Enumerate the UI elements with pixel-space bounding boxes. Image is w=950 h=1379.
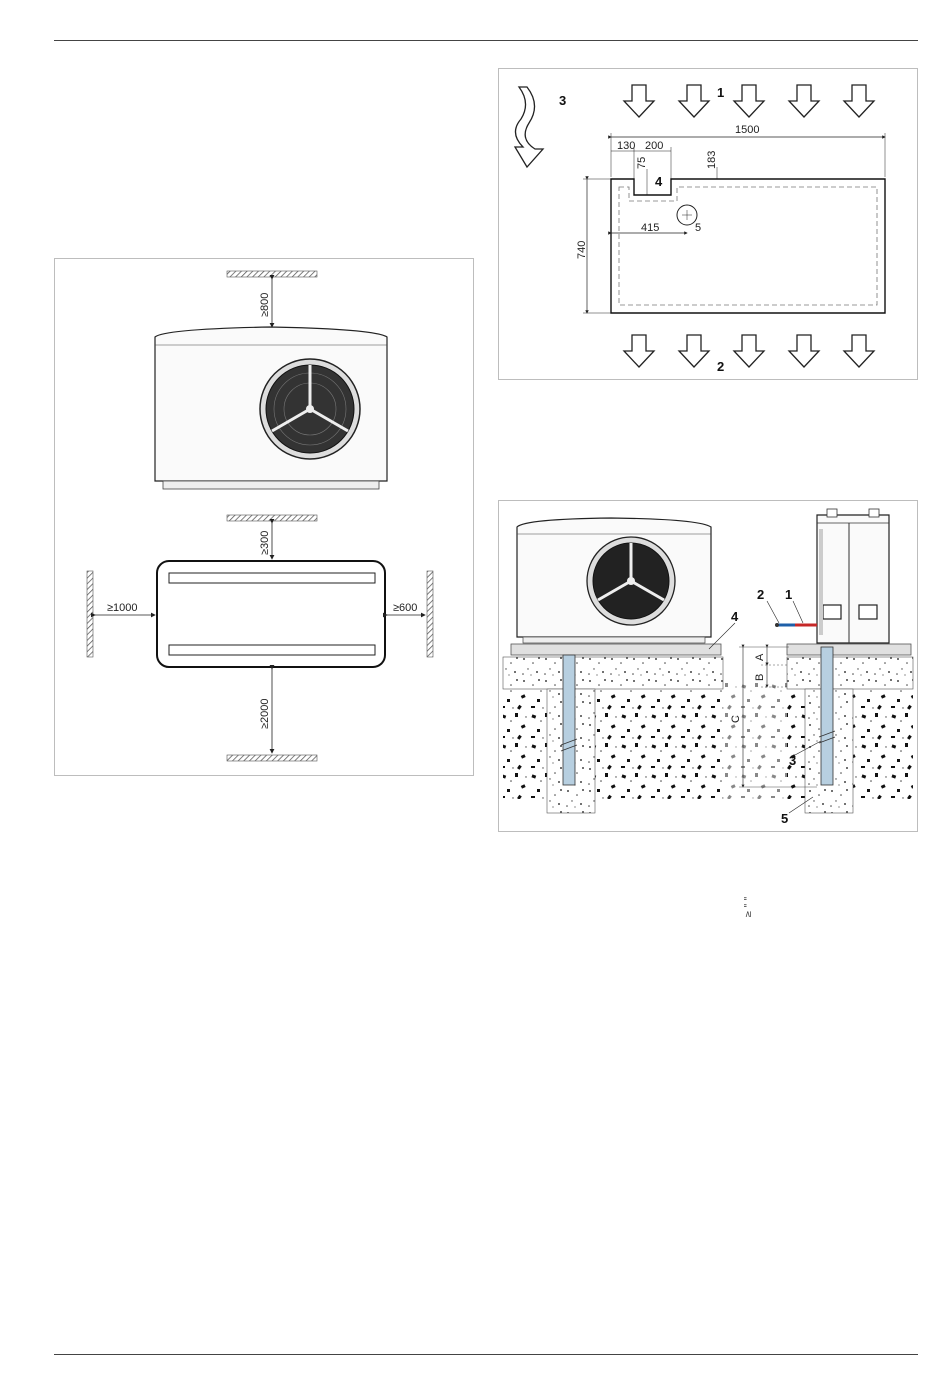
side-note: ≥ " " — [744, 896, 754, 918]
airflow-in-arrow — [844, 85, 874, 117]
dim-depth-label: 740 — [576, 241, 588, 259]
wall-right — [427, 571, 433, 657]
dim-c-label: C — [730, 715, 742, 723]
airflow-out-arrow — [679, 335, 709, 367]
clearance-front-label: ≥2000 — [259, 698, 271, 729]
foundation-figure: 2 1 4 A B C 3 5 — [498, 500, 918, 832]
airflow-out-arrow — [844, 335, 874, 367]
clearance-rear-label: ≥300 — [259, 531, 271, 555]
dim-183-label: 183 — [706, 151, 718, 169]
callout-2: 2 — [757, 587, 764, 602]
header-rule — [54, 40, 918, 41]
dim-415-label: 415 — [641, 222, 659, 234]
wall-left — [87, 571, 93, 657]
airflow-in-arrow — [679, 85, 709, 117]
dimensions-drawing: 3 1 1500 130 200 75 183 4 5 — [499, 69, 917, 379]
unit-top-view — [157, 561, 385, 667]
callout-3: 3 — [789, 753, 796, 768]
callout-3: 3 — [559, 93, 566, 108]
dim-75-label: 75 — [636, 157, 648, 169]
dim-200-label: 200 — [645, 140, 663, 152]
airflow-out-arrow — [789, 335, 819, 367]
clearance-figure: ≥800 ≥300 ≥1000 — [54, 258, 474, 776]
callout-1: 1 — [785, 587, 792, 602]
wall-rear — [227, 515, 317, 521]
callout-5: 5 — [695, 222, 701, 234]
dim-width-label: 1500 — [735, 124, 759, 136]
unit-front-view — [517, 518, 711, 643]
clearance-drawing: ≥800 ≥300 ≥1000 — [55, 259, 473, 775]
airflow-in-arrow — [789, 85, 819, 117]
dim-a-label: A — [754, 653, 766, 661]
dimensions-figure: 3 1 1500 130 200 75 183 4 5 — [498, 68, 918, 380]
callout-4: 4 — [731, 609, 739, 624]
footer-rule — [54, 1354, 918, 1355]
callout-5: 5 — [781, 811, 788, 826]
callout-2: 2 — [717, 359, 724, 374]
foundation-drawing: 2 1 4 A B C 3 5 — [499, 501, 917, 831]
wind-arrow — [515, 87, 543, 167]
airflow-in-arrow — [734, 85, 764, 117]
dim-b-label: B — [754, 674, 766, 681]
unit-side-view — [817, 509, 889, 643]
wall-front — [227, 755, 317, 761]
clearance-left-label: ≥1000 — [107, 602, 138, 614]
clearance-right-label: ≥600 — [393, 602, 417, 614]
airflow-out-arrow — [734, 335, 764, 367]
airflow-out-arrow — [624, 335, 654, 367]
unit-front-view — [155, 327, 387, 489]
unit-outline — [611, 179, 885, 313]
dim-130-label: 130 — [617, 140, 635, 152]
callout-1: 1 — [717, 85, 724, 100]
wall-top — [227, 271, 317, 277]
airflow-in-arrow — [624, 85, 654, 117]
callout-4: 4 — [655, 174, 663, 189]
clearance-top-label: ≥800 — [259, 293, 271, 317]
